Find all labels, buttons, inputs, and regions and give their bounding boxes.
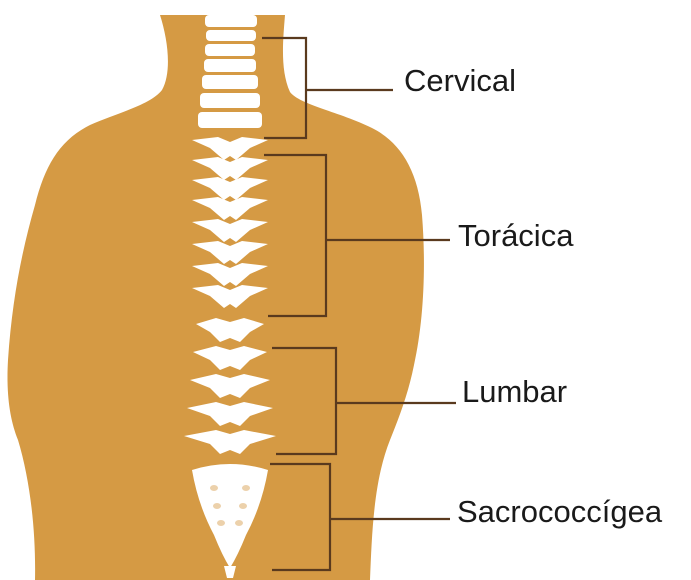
- region-label-cervical: Cervical: [404, 63, 516, 98]
- cervical-vertebra-2: [206, 30, 256, 41]
- cervical-vertebra-5: [202, 75, 258, 89]
- sacral-foramen-2: [242, 485, 250, 491]
- cervical-vertebra-4: [204, 59, 256, 72]
- region-label-toracica: Torácica: [458, 218, 574, 253]
- cervical-vertebra-3: [205, 44, 255, 56]
- sacral-foramen-1: [210, 485, 218, 491]
- sacral-foramen-3: [213, 503, 221, 509]
- sacral-foramen-6: [235, 520, 243, 526]
- region-label-lumbar: Lumbar: [462, 374, 567, 409]
- sacral-foramen-5: [217, 520, 225, 526]
- cervical-vertebra-6: [200, 93, 260, 108]
- cervical-vertebra-7: [198, 112, 262, 128]
- sacral-foramen-4: [239, 503, 247, 509]
- cervical-vertebra-1: [205, 15, 257, 27]
- region-label-sacrococcigea: Sacrococcígea: [457, 494, 663, 529]
